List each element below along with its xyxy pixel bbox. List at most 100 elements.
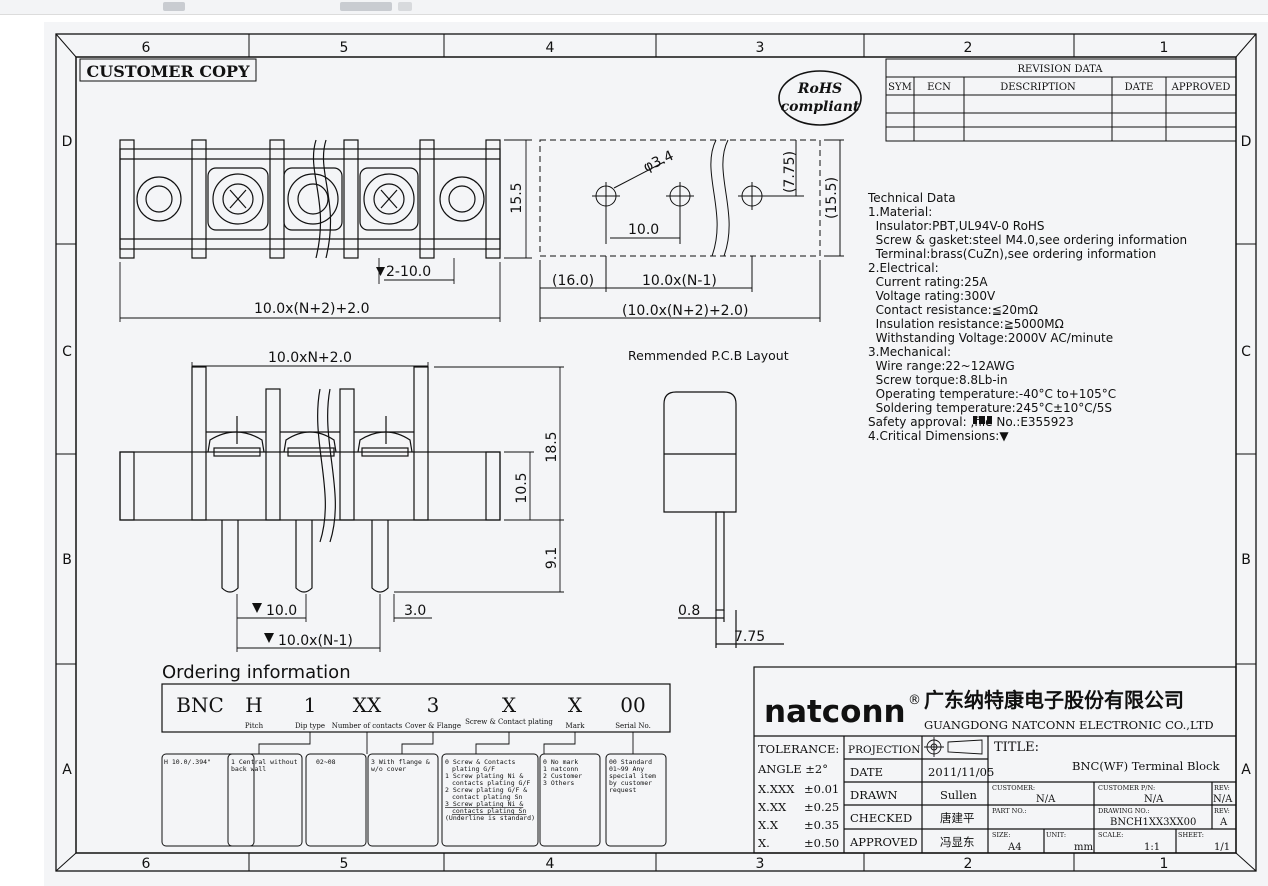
rev-col-sym: SYM — [888, 82, 912, 93]
option-serial-2: 01~99 Any — [609, 765, 644, 773]
ul-mark-icon — [973, 416, 992, 424]
drawn-label: DRAWN — [850, 788, 898, 802]
customer-label: CUSTOMER: — [992, 784, 1035, 792]
dim-end-pin: 0.8 — [678, 603, 700, 619]
ordering-title: Ordering information — [162, 662, 351, 683]
option-plating-1: 0 Screw & Contacts — [445, 758, 516, 766]
tech-line: Terminal:brass(CuZn),see ordering inform… — [868, 247, 1156, 261]
browser-toolbar — [0, 0, 1268, 15]
option-serial-4: by customer — [609, 779, 652, 787]
rev-col-ecn: ECN — [927, 82, 951, 93]
zone-row-c: C — [62, 344, 72, 360]
code-dip: 1 — [304, 693, 317, 717]
caption-plating: Screw & Contact plating — [465, 718, 553, 726]
drawing-no-label: DRAWING NO.: — [1098, 807, 1150, 815]
tech-line: Soldering temperature:245°C±10°C/5S — [868, 401, 1112, 415]
tolerance-angle: ANGLE ±2° — [757, 762, 828, 776]
caption-mark: Mark — [566, 722, 586, 730]
option-mark-4: 3 Others — [543, 779, 574, 787]
dim-pcb-total: (10.0x(N+2)+2.0) — [622, 303, 748, 319]
option-mark-3: 2 Customer — [543, 772, 582, 780]
rev-col-description: DESCRIPTION — [1000, 82, 1076, 93]
zone-col-5-bottom: 5 — [340, 856, 349, 872]
option-plating-8: contacts plating Sn — [452, 807, 526, 815]
option-contacts: 02~08 — [316, 758, 336, 766]
part-no-label: PART NO.: — [992, 807, 1027, 815]
rohs-badge — [778, 70, 862, 126]
tech-line: Withstanding Voltage:2000V AC/minute — [868, 331, 1113, 345]
sheet-label: SHEET: — [1178, 831, 1204, 839]
dim-side-pitch: 10.0 — [266, 603, 297, 619]
option-serial-1: 00 Standard — [609, 758, 652, 766]
dim-side-h1: 18.5 — [544, 431, 560, 462]
option-dip-2: back wall — [231, 765, 266, 773]
caption-contacts: Number of contacts — [332, 722, 403, 730]
rev-label-2: REV: — [1214, 807, 1230, 815]
drawing-no-value: BNCH1XX3XX00 — [1110, 817, 1196, 828]
front-dims — [119, 139, 532, 322]
zone-col-6: 6 — [142, 40, 151, 56]
zone-col-4: 4 — [546, 40, 555, 56]
tolerance-label: TOLERANCE: — [758, 742, 839, 756]
option-plating-6: contact plating Sn — [452, 793, 523, 801]
code-pitch: H — [245, 693, 262, 717]
company-name-cn: 广东纳特康电子股份有限公司 — [924, 688, 1184, 712]
zone-col-5: 5 — [340, 40, 349, 56]
toolbar-button[interactable] — [163, 2, 185, 11]
zone-row-a: A — [62, 762, 72, 778]
zone-row-a-right: A — [1241, 762, 1251, 778]
tech-line: 1.Material: — [868, 205, 932, 219]
toolbar-button[interactable] — [340, 2, 392, 11]
code-contacts: XX — [353, 693, 382, 717]
code-cover: 3 — [427, 693, 440, 717]
company-name-en: GUANGDONG NATCONN ELECTRONIC CO.,LTD — [924, 718, 1214, 732]
checked-value: 唐建平 — [940, 811, 975, 825]
scale-value: 1:1 — [1144, 842, 1160, 853]
option-plating-5: 2 Screw plating G/F & — [445, 786, 527, 794]
tech-line: Screw torque:8.8Lb-in — [868, 373, 1008, 387]
zone-col-3: 3 — [756, 40, 765, 56]
tech-line: Screw & gasket:steel M4.0,see ordering i… — [868, 233, 1187, 247]
checked-label: CHECKED — [850, 811, 912, 825]
tech-line: Insulator:PBT,UL94V-0 RoHS — [868, 219, 1045, 233]
dim-side-h2: 10.5 — [514, 472, 530, 503]
tech-line: Operating temperature:-40°C to+105°C — [868, 387, 1116, 401]
toolbar-button[interactable] — [398, 2, 412, 11]
zone-col-1-bottom: 1 — [1160, 856, 1169, 872]
caption-serial: Serial No. — [615, 722, 651, 730]
zone-col-2-bottom: 2 — [964, 856, 973, 872]
option-plating-2: plating G/F — [452, 765, 495, 773]
dim-side-pin: 9.1 — [544, 547, 560, 569]
technical-drawing: 6 5 4 3 2 1 6 5 4 3 2 1 D C B A D C B A … — [55, 33, 1257, 872]
title-block — [753, 666, 1237, 854]
dim-side-span: 10.0x(N-1) — [278, 633, 353, 649]
dim-pcb-offset: (7.75) — [782, 151, 798, 193]
date-value: 2011/11/05 — [928, 765, 994, 779]
tech-line: 2.Electrical: — [868, 261, 939, 275]
scale-label: SCALE: — [1098, 831, 1123, 839]
unit-value: mm — [1074, 842, 1093, 853]
tech-line: 4.Critical Dimensions:▼ — [868, 429, 1009, 443]
approved-label: APPROVED — [849, 835, 918, 849]
rohs-compliant-text: compliant — [781, 99, 860, 115]
zone-col-4-bottom: 4 — [546, 856, 555, 872]
ordering-leaders — [258, 732, 634, 754]
rev-value-2: A — [1219, 817, 1228, 828]
option-mark-1: 0 No mark — [543, 758, 578, 766]
zone-col-2: 2 — [964, 40, 973, 56]
ordering-code-box — [161, 683, 671, 733]
tolerance-int-value: ±0.50 — [804, 836, 839, 850]
tolerance-x-value: ±0.35 — [804, 818, 839, 832]
dim-pcb-edge: (16.0) — [552, 273, 594, 289]
option-serial-5: request — [609, 786, 636, 794]
customer-value: N/A — [1036, 794, 1056, 805]
option-cover-2: w/o cover — [371, 765, 406, 773]
revision-table: REVISION DATA SYM ECN DESCRIPTION DATE A… — [885, 58, 1237, 142]
size-value: A4 — [1007, 842, 1022, 853]
zone-col-1: 1 — [1160, 40, 1169, 56]
option-plating-4: contacts plating G/F — [452, 779, 530, 787]
tech-line: 3.Mechanical: — [868, 345, 951, 359]
tech-line: Safety approval: ,file No.:E355923 — [868, 415, 1074, 429]
option-plating-7: 3 Screw plating Ni & — [445, 800, 523, 808]
rohs-text: RoHS — [797, 81, 842, 97]
